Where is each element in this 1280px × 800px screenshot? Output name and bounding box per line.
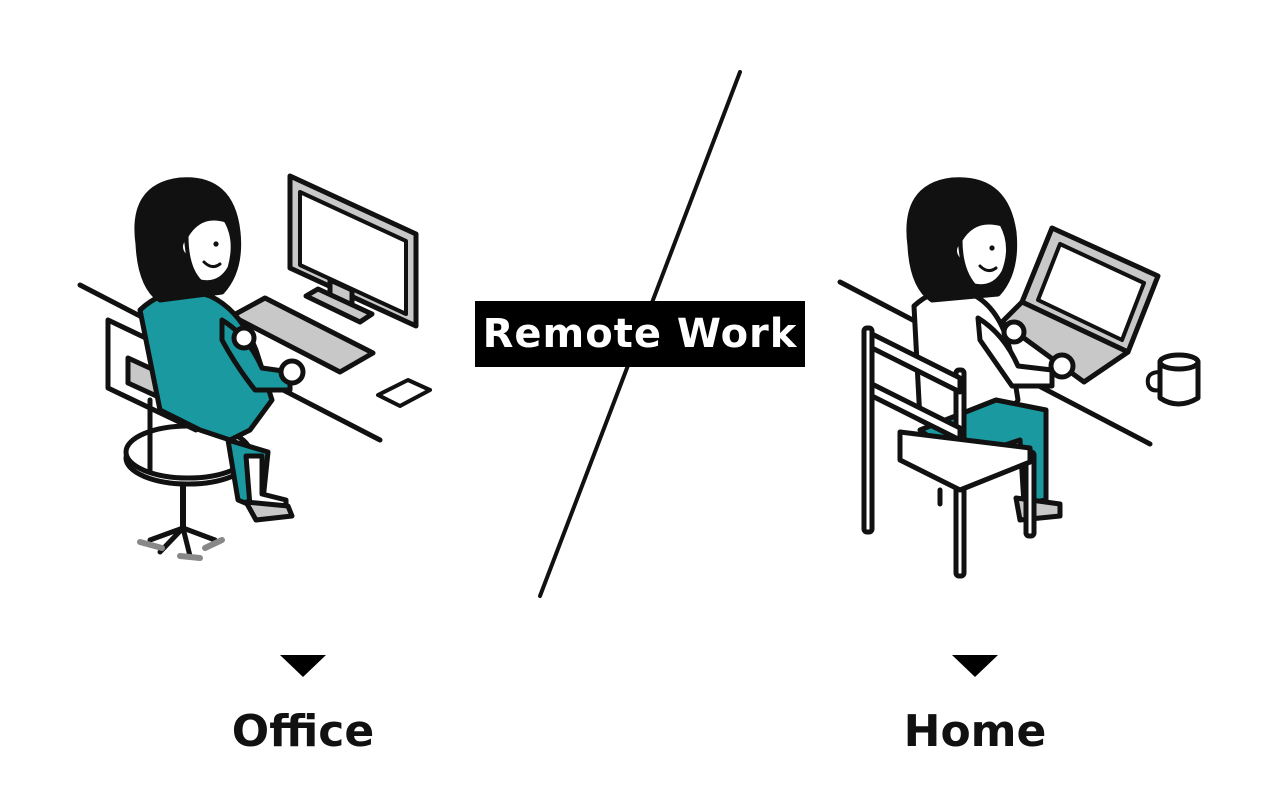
home-person-hand (1048, 352, 1076, 380)
home-person-head (906, 177, 1018, 303)
office-monitor (287, 173, 419, 329)
home-label: Home (903, 706, 1047, 757)
office-card (376, 378, 432, 408)
office-keyboard (229, 295, 376, 375)
banner-text: Remote Work (482, 311, 798, 357)
office-person-head (134, 177, 242, 303)
office-scene (77, 173, 432, 561)
office-person-hand (278, 358, 306, 386)
office-person-hand-left (231, 325, 257, 351)
remote-work-banner: Remote Work (475, 301, 805, 367)
home-person-arm (975, 315, 1055, 389)
home-person-hand-left (1001, 319, 1027, 345)
home-chair (861, 325, 1037, 579)
home-mug (1145, 352, 1201, 407)
home-laptop (999, 225, 1161, 385)
home-person-shoe (1013, 495, 1063, 523)
home-down-arrow-icon (952, 655, 998, 677)
office-down-arrow-icon (280, 655, 326, 677)
office-person-legs (225, 437, 295, 523)
home-scene (837, 177, 1201, 579)
office-label: Office (231, 706, 375, 757)
